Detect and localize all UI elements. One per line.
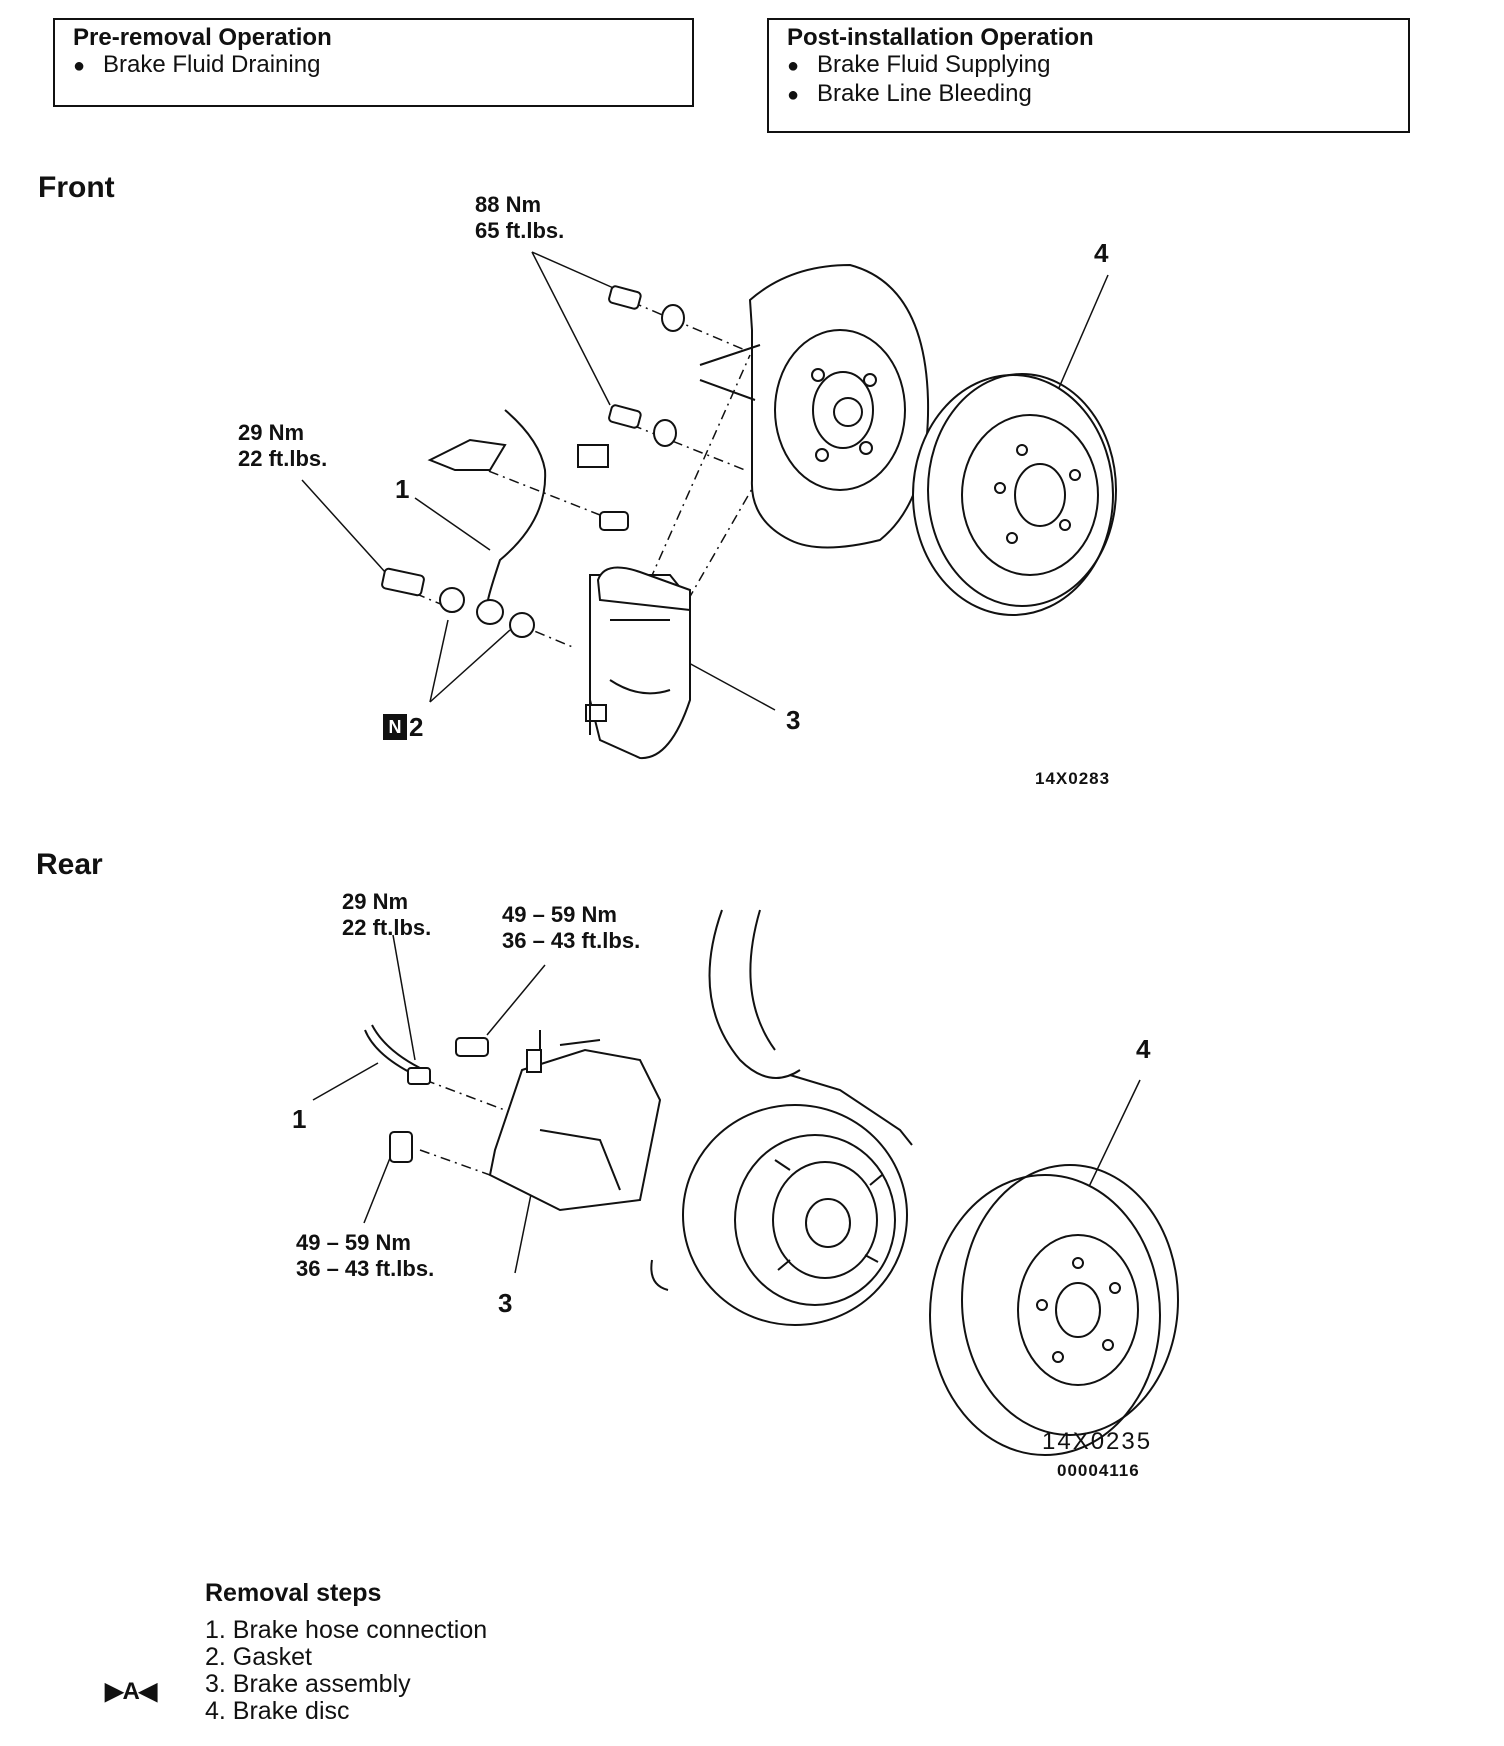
pre-removal-box: Pre-removal Operation Brake Fluid Draini… (53, 18, 694, 107)
rear-torque-upper-ftlbs: 36 – 43 ft.lbs. (502, 928, 641, 953)
removal-steps: Removal steps 1. Brake hose connection 2… (205, 1580, 487, 1725)
front-figure-code: 14X0283 (1035, 769, 1111, 788)
front-callout-disc: 4 (1094, 238, 1109, 268)
front-illustration (301, 251, 1117, 760)
rear-torque-lower-nm: 49 – 59 Nm (296, 1230, 411, 1255)
removal-steps-title: Removal steps (205, 1579, 382, 1607)
removal-step: 3. Brake assembly (205, 1670, 411, 1698)
rear-figure-code: 14X0235 (1042, 1428, 1153, 1455)
front-callout-hose: 1 (395, 474, 410, 504)
post-installation-item: Brake Fluid Supplying (787, 51, 1390, 80)
removal-step: 4. Brake disc (205, 1697, 350, 1725)
rear-callout-caliper: 3 (498, 1288, 513, 1318)
front-torque-left-ftlbs: 22 ft.lbs. (238, 446, 328, 471)
removal-step: 1. Brake hose connection (205, 1616, 488, 1644)
rear-title: Rear (36, 848, 103, 881)
post-installation-title: Post-installation Operation (787, 24, 1094, 51)
front-torque-top-nm: 88 Nm (475, 192, 542, 217)
rear-callout-disc: 4 (1136, 1034, 1151, 1064)
new-part-mark: N (383, 714, 407, 740)
rear-torque-lower-ftlbs: 36 – 43 ft.lbs. (296, 1256, 435, 1281)
front-callout-caliper: 3 (786, 705, 801, 735)
pre-removal-title: Pre-removal Operation (73, 24, 332, 51)
removal-step: 2. Gasket (205, 1643, 312, 1671)
front-torque-left-nm: 29 Nm (238, 420, 305, 445)
rear-torque-upper-nm: 49 – 59 Nm (502, 902, 617, 927)
rear-torque-hose-ftlbs: 22 ft.lbs. (342, 915, 432, 940)
rear-illustration (312, 909, 1179, 1456)
post-installation-item: Brake Line Bleeding (787, 80, 1390, 109)
pre-removal-item: Brake Fluid Draining (73, 51, 674, 80)
front-title: Front (38, 171, 115, 204)
rear-torque-hose-nm: 29 Nm (342, 889, 409, 914)
post-installation-box: Post-installation Operation Brake Fluid … (767, 18, 1410, 133)
front-torque-top-ftlbs: 65 ft.lbs. (475, 218, 565, 243)
service-point-marker: ▶A◀ (105, 1678, 157, 1705)
rear-figure-id: 00004116 (1057, 1461, 1140, 1480)
rear-callout-hose: 1 (292, 1104, 307, 1134)
front-callout-gasket-number: 2 (409, 712, 424, 742)
